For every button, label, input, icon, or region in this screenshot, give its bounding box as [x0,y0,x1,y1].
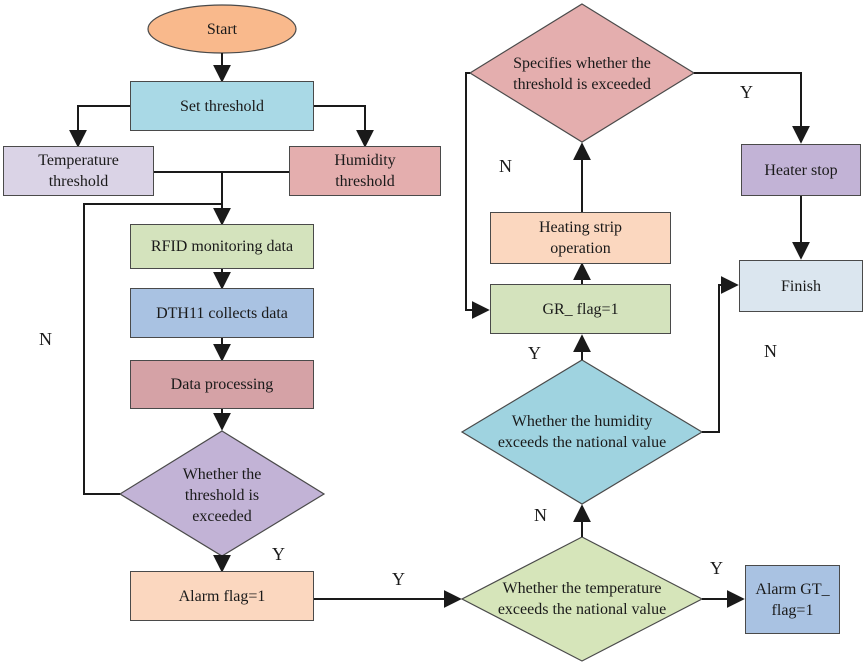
label-specifies-no: N [499,156,512,176]
dth11-label: DTH11 collects data [156,304,288,322]
temperature-threshold-label: Temperature threshold [38,152,119,190]
humidity-check-label: Whether the humidity exceeds the nationa… [497,413,667,451]
temp-check-node: Whether the temperature exceeds the nati… [487,566,677,632]
heating-strip-label: Heating strip operation [538,219,623,257]
heater-stop-label: Heater stop [764,161,838,179]
alarm-gt-node: Alarm GT_ flag=1 [745,565,840,634]
label-specifies-yes: Y [740,82,753,102]
specifies-check-label: Specifies whether the threshold is excee… [513,55,651,93]
set-threshold-node: Set threshold [130,81,314,131]
gr-flag-node: GR_ flag=1 [490,284,671,334]
rfid-node: RFID monitoring data [130,224,314,269]
rfid-label: RFID monitoring data [150,238,294,255]
temperature-threshold-node: Temperature threshold [3,146,154,196]
label-temp-yes: Y [710,558,723,578]
humidity-check-node: Whether the humidity exceeds the nationa… [492,398,672,466]
temp-check-diamond [460,536,704,662]
specifies-check-node: Specifies whether the threshold is excee… [505,40,659,108]
humidity-threshold-node: Humidity threshold [289,146,441,196]
edge-humidity-no [702,276,739,433]
finish-label: Finish [780,277,821,295]
alarm-gt-label: Alarm GT_ flag=1 [755,580,830,619]
threshold-check-label: Whether the threshold is exceeded [182,465,262,525]
edge-specifies-no [465,72,490,319]
data-processing-node: Data processing [130,360,314,409]
edge-set-humidity [314,105,374,148]
label-threshold-yes: Y [272,544,285,564]
dth11-node: DTH11 collects data [130,288,314,338]
label-loop-no: N [39,329,52,349]
heating-strip-node: Heating strip operation [490,212,671,264]
label-temp-no: N [534,505,547,525]
start-label: Start [206,20,238,38]
alarm-flag-label: Alarm flag=1 [178,587,266,605]
data-processing-label: Data processing [170,376,274,393]
label-alarm-yes: Y [392,569,405,589]
edge-set-temp [69,105,130,148]
alarm-flag-node: Alarm flag=1 [130,571,314,621]
humidity-threshold-label: Humidity threshold [334,152,396,190]
set-threshold-label: Set threshold [180,97,264,115]
label-humidity-no: N [764,341,777,361]
heater-stop-node: Heater stop [741,144,861,196]
temp-check-label: Whether the temperature exceeds the nati… [497,580,667,618]
specifies-check-diamond [468,3,696,143]
gr-flag-label: GR_ flag=1 [542,300,619,318]
finish-node: Finish [739,260,863,312]
edge-specifies-yes [694,72,810,144]
start-node: Start [148,5,296,53]
threshold-check-node: Whether the threshold is exceeded [160,460,284,530]
label-humidity-yes: Y [528,343,541,363]
humidity-check-diamond [460,359,704,505]
edge-threshold-no-loop [83,203,222,495]
